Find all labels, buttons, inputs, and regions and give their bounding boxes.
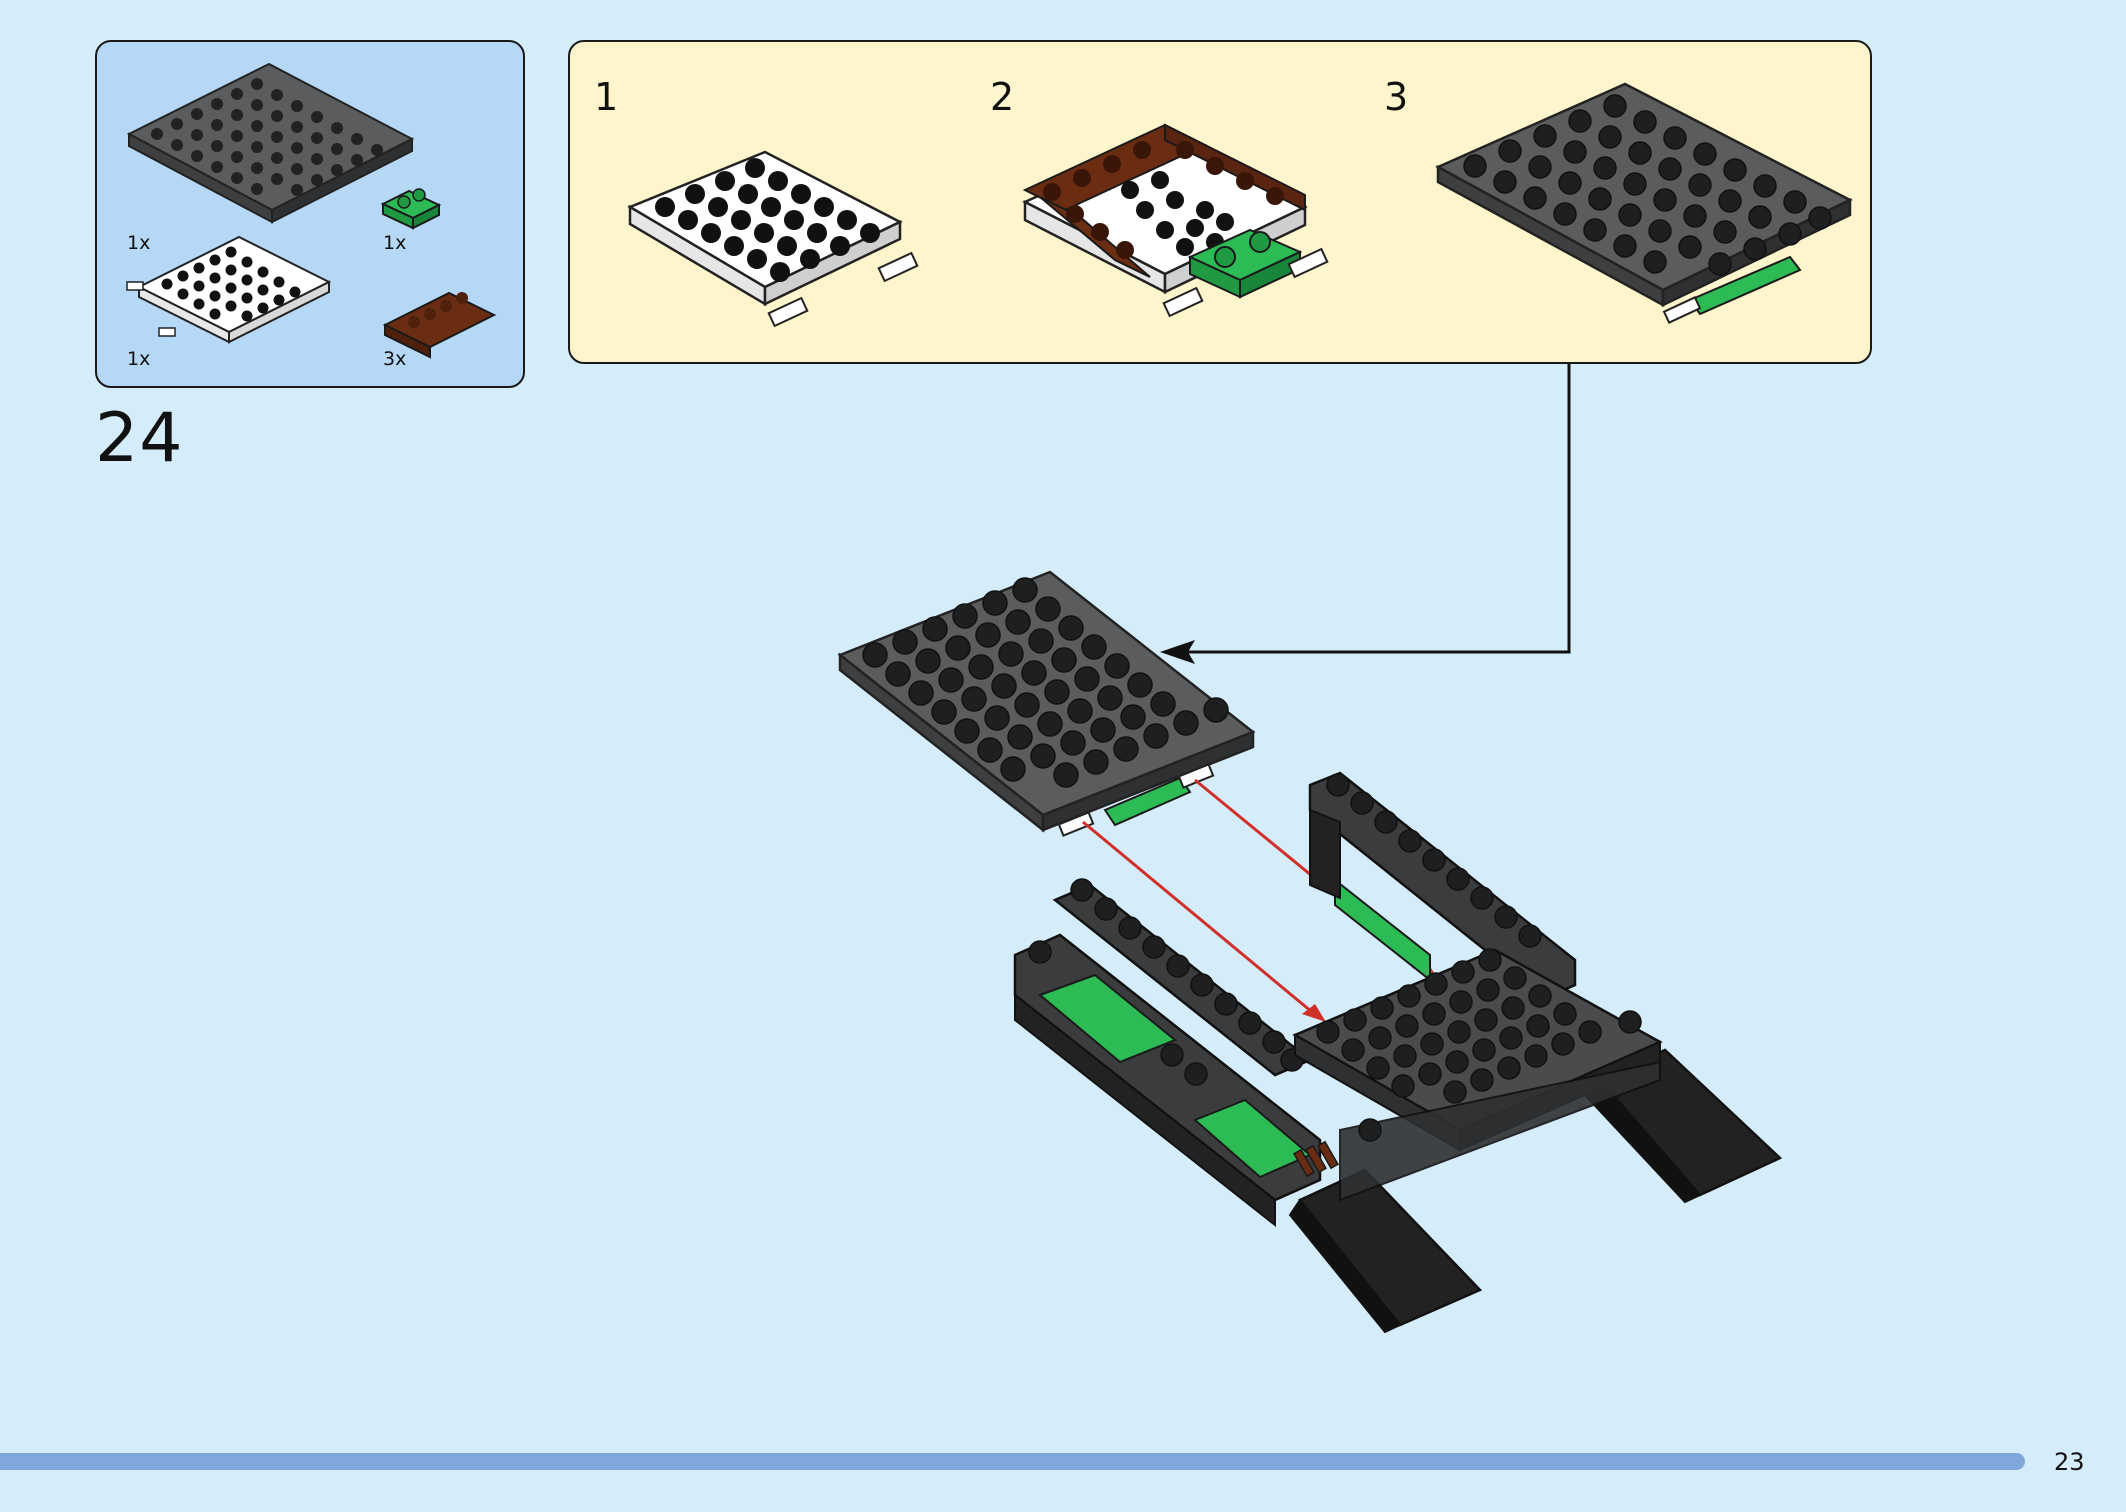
substep-number-1: 1 [594,75,619,119]
callout-illustrations [627,82,1853,328]
substep-3-assembly [1435,82,1853,324]
white-plate-part [126,235,332,344]
callout-connector-line [1185,364,1571,654]
substep-number-3: 3 [1384,75,1409,119]
parts-list-box: 1x 1x 1x 3x [95,40,525,388]
substep-1-white-plate [627,150,919,328]
brown-plate-part [382,291,497,359]
brown-plate-quantity: 3x [383,348,407,370]
footer-progress-bar [0,1453,2025,1470]
placement-arrowhead-icon [1302,1004,1326,1022]
base-model [1013,771,1783,1334]
green-plate-part [380,188,442,230]
green-plate-quantity: 1x [383,232,407,254]
substep-number-2: 2 [990,75,1015,119]
plate-subassembly [837,570,1256,837]
sub-assembly-callout: 1 2 3 [568,40,1872,364]
step-number: 24 [95,399,184,478]
substep-2-assembly [1022,123,1329,318]
page-number: 23 [2054,1448,2085,1476]
dark-gray-plate-part [126,62,415,224]
parts-illustrations [126,62,497,359]
white-plate-quantity: 1x [127,348,151,370]
connector-arrowhead-icon [1160,640,1195,664]
dark-gray-plate-quantity: 1x [127,232,151,254]
